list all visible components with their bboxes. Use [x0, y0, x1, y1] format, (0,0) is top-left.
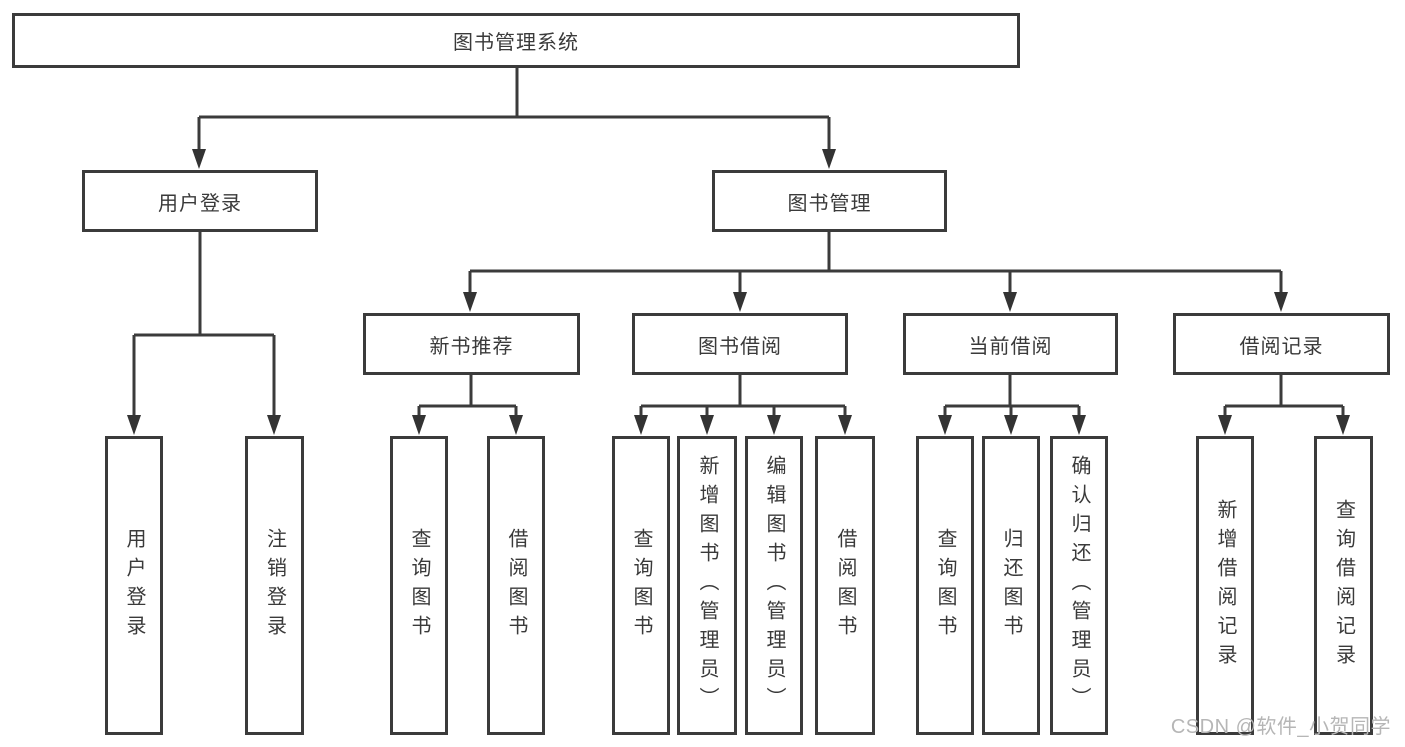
- node-root-label: 图书管理系统: [453, 32, 579, 54]
- node-label: 图书借阅: [698, 335, 782, 358]
- leaf-label: 借阅图书: [505, 527, 527, 644]
- node-current-borrowing: 当前借阅: [903, 313, 1118, 375]
- arrowheads: [127, 149, 1350, 435]
- node-borrowing-records: 借阅记录: [1173, 313, 1390, 375]
- node-user-login-branch: 用户登录: [82, 170, 318, 232]
- leaf-confirm-return-admin: 确认归还（管理员）: [1050, 436, 1108, 735]
- leaf-add-borrow-record: 新增借阅记录: [1196, 436, 1254, 735]
- leaf-user-login: 用户登录: [105, 436, 163, 735]
- leaf-query-books-borrowing: 查询图书: [612, 436, 670, 735]
- leaf-edit-books-admin: 编辑图书（管理员）: [745, 436, 803, 735]
- leaf-label: 注销登录: [263, 527, 286, 644]
- leaf-query-books-current: 查询图书: [916, 436, 974, 735]
- csdn-watermark: CSDN @软件_小贺同学: [1170, 716, 1391, 738]
- node-label: 新书推荐: [429, 335, 514, 358]
- leaf-label: 确认归还（管理员）: [1068, 455, 1090, 716]
- connector-lines: [132, 68, 1345, 418]
- leaf-return-books: 归还图书: [982, 436, 1040, 735]
- leaf-logout: 注销登录: [245, 436, 304, 735]
- node-label: 当前借阅: [968, 335, 1053, 358]
- leaf-label: 归还图书: [1000, 527, 1022, 644]
- leaf-label: 查询图书: [408, 527, 430, 644]
- leaf-add-books-admin: 新增图书（管理员）: [677, 436, 737, 735]
- node-label: 借阅记录: [1239, 335, 1324, 358]
- leaf-label: 用户登录: [123, 527, 145, 644]
- node-book-management-branch: 图书管理: [712, 170, 947, 232]
- leaf-label: 新增借阅记录: [1214, 498, 1236, 673]
- leaf-label: 编辑图书（管理员）: [763, 455, 785, 716]
- leaf-borrow-books-borrowing: 借阅图书: [815, 436, 875, 735]
- leaf-query-borrow-record: 查询借阅记录: [1314, 436, 1373, 735]
- leaf-label: 查询图书: [630, 527, 652, 644]
- leaf-label: 借阅图书: [834, 527, 856, 644]
- leaf-borrow-books-recommend: 借阅图书: [487, 436, 545, 735]
- leaf-label: 查询借阅记录: [1332, 498, 1355, 673]
- leaf-label: 新增图书（管理员）: [696, 455, 718, 716]
- node-book-borrowing: 图书借阅: [632, 313, 848, 375]
- node-label: 用户登录: [158, 192, 242, 215]
- node-root-system: 图书管理系统: [12, 13, 1020, 68]
- node-new-book-recommendation: 新书推荐: [363, 313, 580, 375]
- node-label: 图书管理: [787, 192, 872, 215]
- leaf-query-books-recommend: 查询图书: [390, 436, 448, 735]
- leaf-label: 查询图书: [934, 527, 956, 644]
